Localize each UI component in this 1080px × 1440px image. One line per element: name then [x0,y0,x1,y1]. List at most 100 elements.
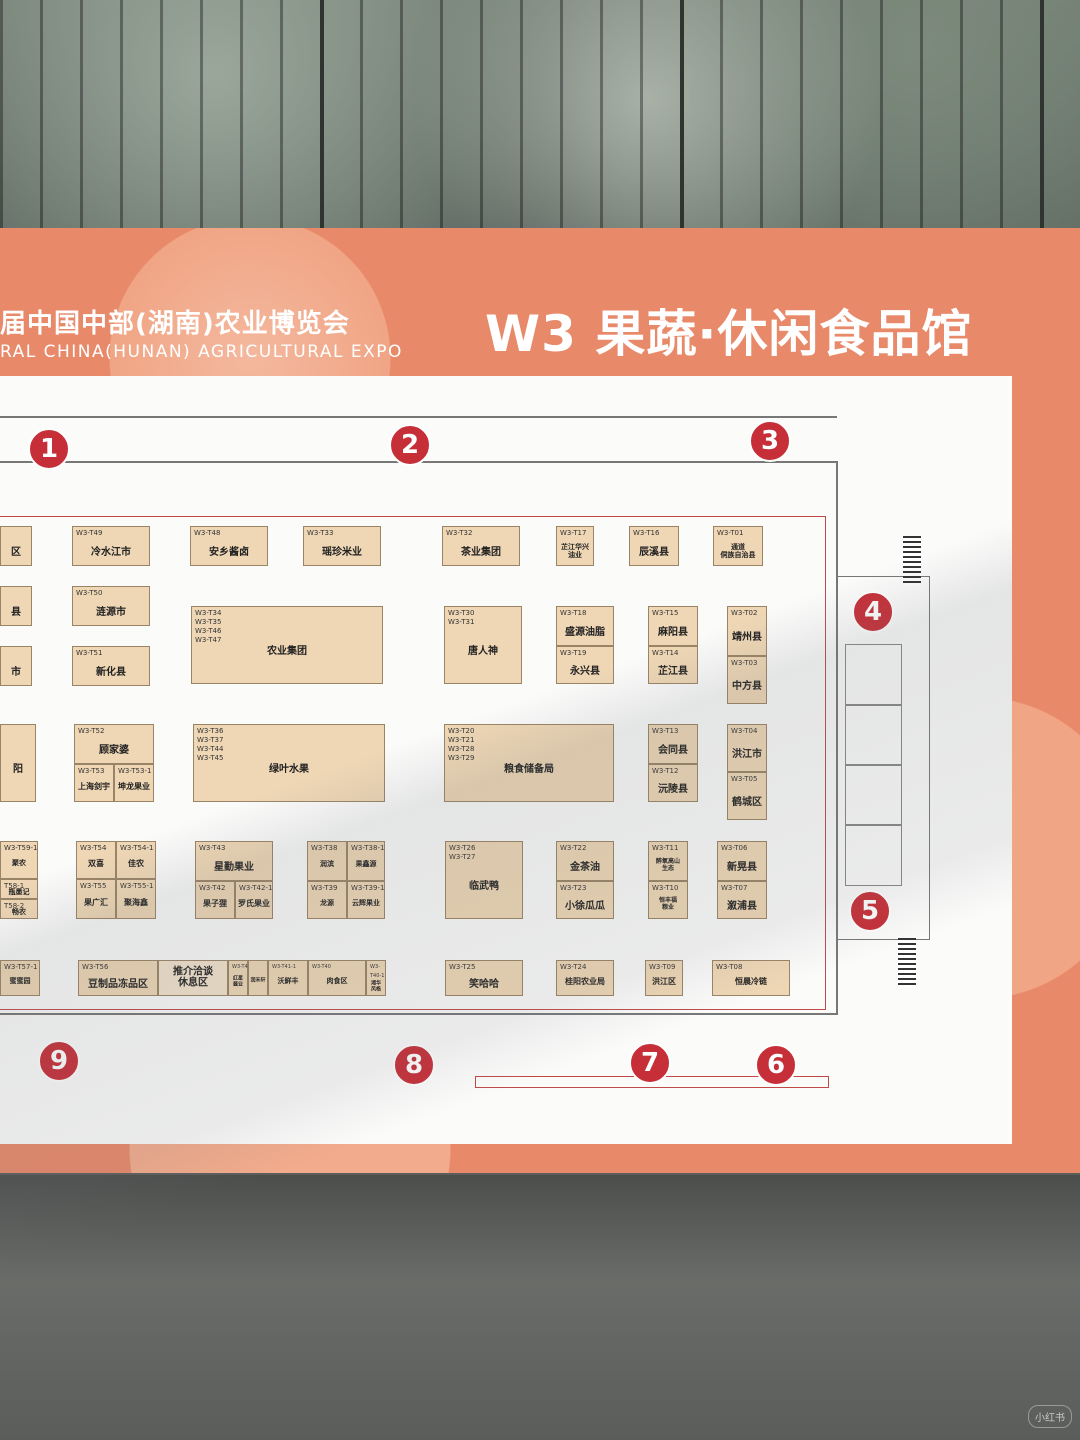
booth[interactable]: W3-T13 会同县 [648,724,698,764]
booth-name: 恒丰福 粮业 [658,897,677,912]
booth[interactable]: W3-T19 永兴县 [556,646,614,684]
booth[interactable]: 润禾轩 [248,960,268,996]
booth-code: W3-T26 W3-T27 [449,844,476,861]
booth-name: 湘华 风格 [370,980,381,993]
booth[interactable]: W3-T20 W3-T21 W3-T28 W3-T29 粮食储备局 [444,724,614,802]
booth-code: W3-T40 [312,964,331,970]
booth-code: W3-T39-1 [351,884,385,892]
hall-title: W3 果蔬·休闲食品馆 [485,305,973,363]
booth-name: 恒晨冷链 [735,976,767,986]
booth-name: 永兴县 [570,666,600,677]
booth-name: 果鑫源 [355,860,377,868]
booth-name: 粮食储备局 [504,764,554,775]
gate-2-marker: 2 [389,424,431,466]
booth-name: 涟源市 [96,607,126,618]
booth-name: 阳 [13,764,23,775]
booth[interactable]: 区 [0,526,32,566]
booth-name: 会同县 [658,745,688,756]
booth-name: 上海剑宇 [78,781,110,791]
booth-code: W3-T19 [560,649,587,657]
booth-name: 盛源油脂 [565,627,605,638]
booth-name: 市 [11,667,21,678]
booth[interactable]: W3-T50 涟源市 [72,586,150,626]
booth[interactable]: 推介洽谈 休息区 [158,960,228,996]
booth-code: W3-T20 W3-T21 W3-T28 W3-T29 [448,727,475,762]
booth-code: W3-T07 [721,884,748,892]
outer-wall-top [0,416,837,418]
watermark: 小红书 [1028,1405,1072,1428]
booth-name: 润滨 [320,860,334,868]
booth-name: 新化县 [96,667,126,678]
booth-name: 沅陵县 [658,784,688,795]
booth-code: W3-T03 [731,659,758,667]
booth[interactable]: 市 [0,646,32,686]
booth-code: W3-T02 [731,609,758,617]
booth-code: W3-T13 [652,727,679,735]
booth-name: 通道 侗族自治县 [720,542,756,559]
booth-code: W3-T22 [560,844,587,852]
side-room [845,704,902,766]
booth-code: W3-T50 [76,589,103,597]
booth-name: 桂阳农业局 [565,976,605,986]
booth-name: 辰溪县 [639,547,669,558]
booth[interactable]: 阳 [0,724,36,802]
booth[interactable]: 县 [0,586,32,626]
booth-name: 茶业集团 [461,547,501,558]
booth-code: W3-T42 [199,884,226,892]
